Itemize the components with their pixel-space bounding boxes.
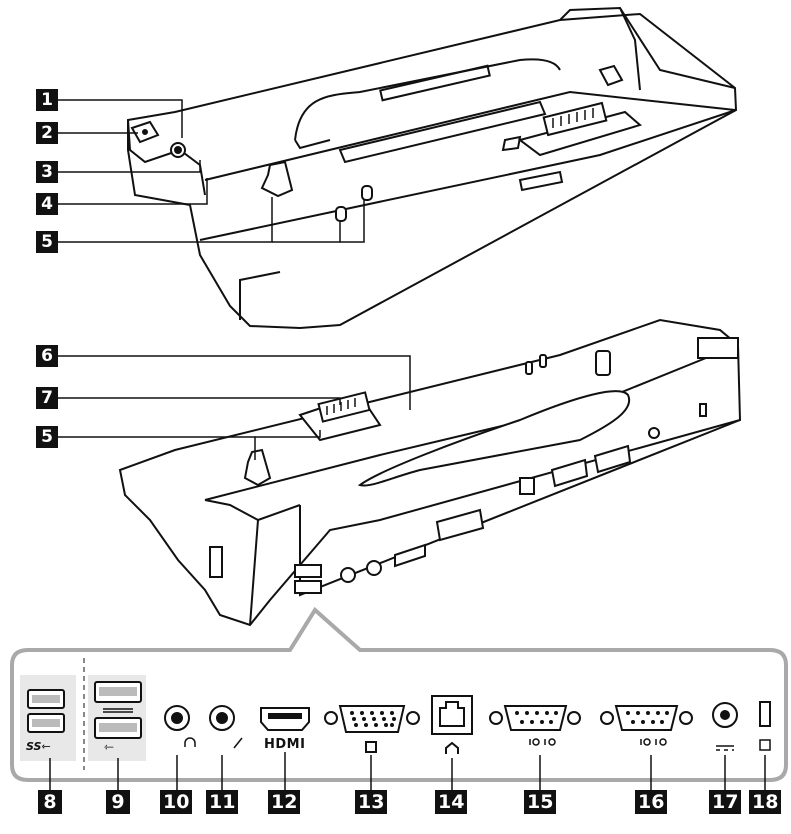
callout-9: 9 [106,790,130,814]
callout-2: 2 [36,122,58,144]
callout-12: 12 [268,790,301,814]
callout-3: 3 [36,161,58,183]
callout-1: 1 [36,89,58,111]
zoom-panel [10,606,788,782]
dock-top-view [127,6,738,330]
callout-13: 13 [355,790,388,814]
callout-11: 11 [206,790,239,814]
callout-17: 17 [709,790,742,814]
hdmi-port-label: HDMI [264,737,306,752]
callout-16: 16 [635,790,668,814]
callout-5-mid: 5 [36,426,58,448]
callout-18: 18 [749,790,782,814]
callout-8: 8 [38,790,62,814]
callout-14: 14 [435,790,468,814]
usb2-logo: ⇽ [104,740,115,754]
callout-5-top: 5 [36,231,58,253]
callout-6: 6 [36,345,58,367]
callout-15: 15 [524,790,557,814]
dock-rear-view [118,318,742,627]
callout-4: 4 [36,193,58,215]
callout-10: 10 [160,790,193,814]
port-graphics [27,681,771,754]
usb3-logo: SS⇽ [26,740,51,753]
callout-7: 7 [36,387,58,409]
